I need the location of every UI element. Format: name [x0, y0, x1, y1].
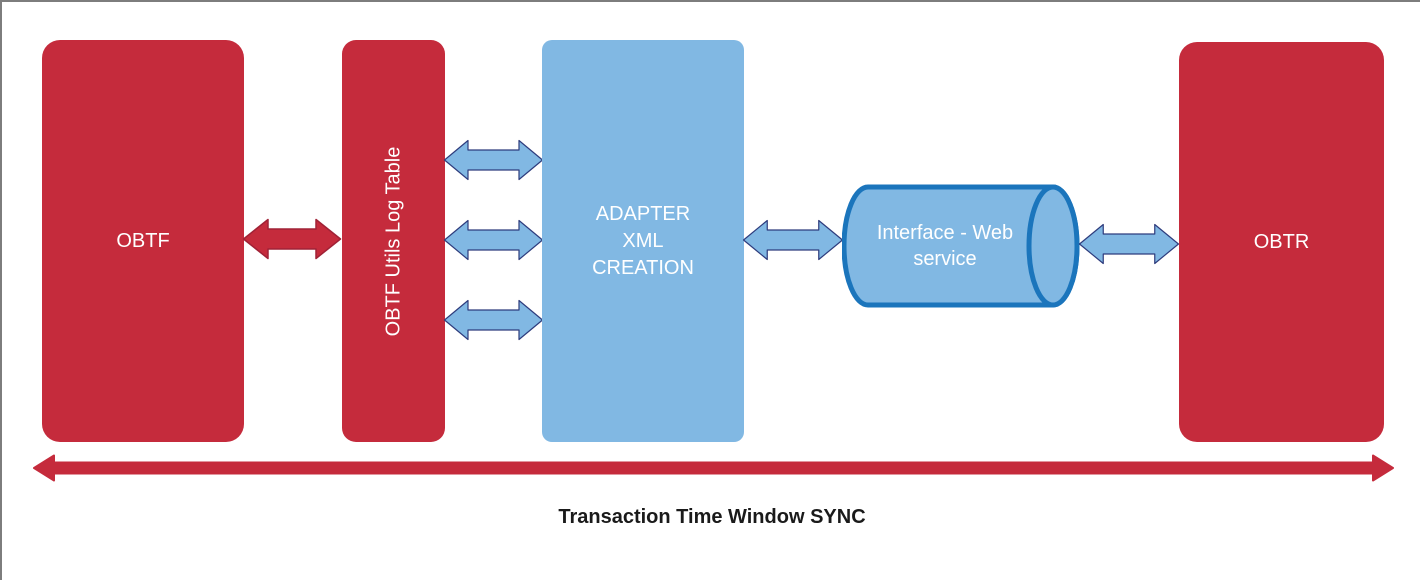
double-arrow-obtf-utils-icon: [242, 218, 342, 260]
node-adapter-xml-creation-label: ADAPTER XML CREATION: [592, 201, 694, 282]
adapter-label-line-3: CREATION: [592, 256, 694, 279]
double-arrow-utils-adapter-1-icon: [443, 139, 544, 181]
adapter-label-line-2: XML: [622, 229, 664, 252]
node-obtf-utils-log-table: OBTF Utils Log Table: [342, 40, 445, 442]
double-arrow-utils-adapter-2-icon: [443, 219, 544, 261]
node-interface-web-service-label: Interface - Web service: [876, 222, 1014, 270]
node-obtr-label: OBTR: [1253, 230, 1310, 253]
node-obtf: OBTF: [42, 40, 244, 442]
adapter-label-line-1: ADAPTER: [595, 202, 691, 225]
double-arrow-adapter-interface-icon: [742, 219, 844, 261]
node-obtf-label: OBTF: [116, 229, 170, 252]
node-adapter-xml-creation: ADAPTER XML CREATION: [542, 40, 744, 442]
node-obtr: OBTR: [1179, 42, 1384, 442]
double-arrow-utils-adapter-3-icon: [443, 299, 544, 341]
timeline-caption: Transaction Time Window SYNC: [558, 506, 866, 528]
double-arrow-interface-obtr-icon: [1078, 223, 1180, 265]
node-obtf-utils-log-table-label: OBTF Utils Log Table: [382, 146, 404, 336]
node-interface-web-service: [842, 184, 1080, 308]
double-arrow-transaction-timeline-icon: [32, 453, 1395, 483]
